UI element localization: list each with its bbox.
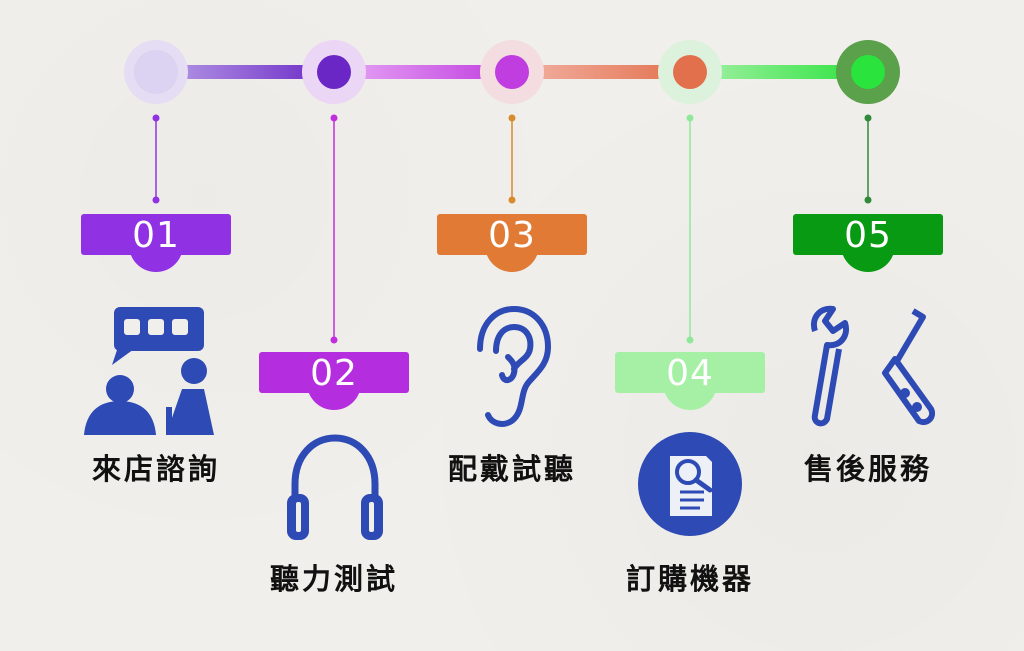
connector-line-5	[864, 114, 872, 204]
step-label-03: 配戴試聽	[447, 452, 576, 486]
timeline-node-1	[124, 40, 188, 104]
timeline-segment-4	[690, 65, 870, 79]
step-label-05: 售後服務	[803, 452, 932, 486]
timeline-segment-3	[512, 65, 692, 79]
step-number-02: 02	[310, 353, 358, 394]
connector-line-3	[508, 114, 516, 204]
connector-line-2	[330, 114, 338, 344]
timeline-node-4	[658, 40, 722, 104]
consultation-icon	[84, 307, 214, 435]
headphones-icon	[287, 434, 383, 540]
step-label-01: 來店諮詢	[91, 452, 220, 486]
timeline-node-5	[836, 40, 900, 104]
timeline-segment-1	[156, 65, 336, 79]
timeline-segment-2	[334, 65, 514, 79]
connector-line-4	[686, 114, 694, 344]
step-number-04: 04	[666, 353, 714, 394]
connector-line-1	[152, 114, 160, 204]
document-search-icon	[638, 432, 742, 536]
ear-icon	[477, 305, 552, 427]
step-label-02: 聽力測試	[269, 562, 398, 596]
timeline-node-3	[480, 40, 544, 104]
timeline-node-2	[302, 40, 366, 104]
wrench-screwdriver-icon	[811, 305, 935, 427]
step-number-01: 01	[132, 215, 180, 256]
step-label-04: 訂購機器	[625, 562, 754, 596]
step-number-03: 03	[488, 215, 536, 256]
step-number-05: 05	[844, 215, 892, 256]
